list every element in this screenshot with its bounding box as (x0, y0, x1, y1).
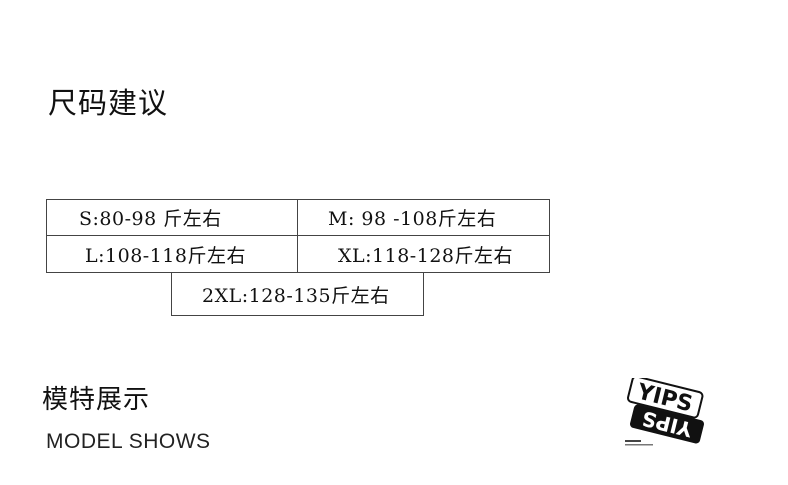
size-chart-row-2: L:108-118斤左右 XL:118-128斤左右 (46, 236, 550, 273)
section-title-cn: 模特展示 (42, 385, 151, 415)
size-chart-row-3: 2XL:128-135斤左右 (171, 273, 424, 316)
size-cell-s: S:80-98 斤左右 (46, 199, 298, 236)
brand-logo-icon: YIPS YIPS (625, 378, 704, 446)
page-title: 尺码建议 (48, 86, 169, 120)
section-title-en: MODEL SHOWS (46, 430, 211, 453)
size-chart-row-1: S:80-98 斤左右 M: 98 -108斤左右 (46, 199, 550, 236)
size-cell-2xl: 2XL:128-135斤左右 (171, 273, 424, 316)
size-cell-l: L:108-118斤左右 (46, 236, 298, 273)
size-cell-xl: XL:118-128斤左右 (298, 236, 550, 273)
size-cell-m: M: 98 -108斤左右 (298, 199, 550, 236)
size-chart-table: S:80-98 斤左右 M: 98 -108斤左右 L:108-118斤左右 X… (46, 199, 550, 316)
